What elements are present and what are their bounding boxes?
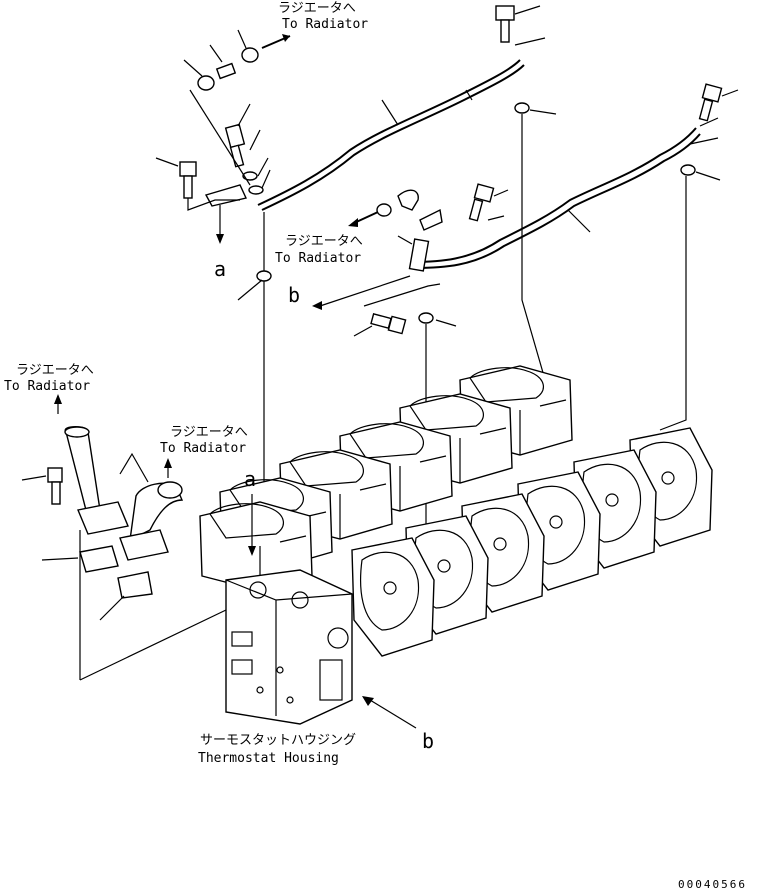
flow-arrowhead-3 — [54, 394, 62, 404]
middle-radiator-callout-left: ラジエータへ To Radiator — [160, 425, 248, 478]
bolt-shank — [698, 98, 714, 122]
to-radiator-jp-label-2: ラジエータへ — [285, 234, 363, 249]
leader-lines — [183, 29, 247, 77]
washer — [242, 171, 258, 181]
upper-cylinder-bank — [199, 365, 573, 592]
ref-b-bottom: b — [362, 696, 434, 753]
ref-b-arrowhead — [312, 301, 322, 310]
gasket — [418, 312, 434, 324]
bracket — [408, 238, 430, 272]
nipple — [215, 62, 237, 80]
ref-b-top: b — [288, 275, 411, 310]
washer — [248, 185, 264, 195]
thermostat-jp-label: サーモスタットハウジング — [200, 733, 356, 748]
bolt-head — [47, 467, 63, 483]
to-radiator-en-label-1: To Radiator — [282, 17, 368, 32]
leader-line — [567, 209, 591, 233]
to-radiator-jp-label-3: ラジエータへ — [16, 363, 94, 378]
ref-a-arrowhead — [216, 234, 224, 244]
leader-lines — [381, 89, 473, 126]
flow-arrowhead-1 — [282, 34, 290, 42]
bolt-head — [495, 5, 515, 21]
ref-b-line — [319, 275, 411, 307]
to-radiator-en-label-4: To Radiator — [160, 441, 246, 456]
bolt-lower-middle — [353, 283, 441, 337]
bolt-head — [179, 161, 197, 177]
ref-b-label-top: b — [288, 283, 300, 307]
bolt-top-right — [495, 5, 546, 46]
to-radiator-jp-label-1: ラジエータへ — [278, 1, 356, 16]
leader-lines — [514, 5, 546, 46]
pipe-b-wall — [413, 133, 701, 269]
bolt — [224, 123, 246, 149]
ref-a-top: a — [214, 205, 226, 281]
bolt-shank — [370, 312, 392, 330]
bolt-shank — [183, 175, 193, 199]
drop-line-right — [659, 176, 687, 431]
left-radiator-callout: ラジエータへ To Radiator — [4, 363, 94, 414]
outlet-pipe-right — [99, 481, 184, 621]
gasket — [117, 571, 153, 599]
to-radiator-en-label-3: To Radiator — [4, 379, 90, 394]
pipe-a — [257, 59, 521, 206]
leader-lines — [487, 189, 509, 221]
drawing-number: 00040566 — [678, 878, 747, 891]
bolt-shank — [51, 481, 61, 505]
middle-radiator-callout: ラジエータへ To Radiator — [275, 189, 443, 266]
bolt-shank — [229, 144, 245, 168]
to-radiator-jp-label-4: ラジエータへ — [170, 425, 248, 440]
leader-line — [435, 319, 457, 327]
washer — [197, 75, 215, 91]
thermostat-en-label: Thermostat Housing — [198, 751, 339, 766]
leader-line — [529, 109, 557, 115]
bracket-line — [187, 198, 240, 211]
flow-arrowhead-2 — [348, 218, 358, 227]
ref-a-bottom: a — [244, 467, 256, 556]
gasket — [79, 545, 119, 573]
clip — [419, 208, 443, 231]
to-radiator-en-label-2: To Radiator — [275, 251, 361, 266]
top-fittings — [183, 29, 259, 91]
leader-line — [189, 89, 251, 186]
leader-lines — [353, 283, 441, 337]
lower-cylinder-bank — [351, 427, 713, 657]
ref-b-label-bottom: b — [422, 729, 434, 753]
pipe-b — [411, 127, 697, 263]
drop-line-upper — [521, 114, 549, 391]
bolt-shank — [500, 19, 510, 43]
bolt-middle — [397, 183, 509, 272]
bolt-far-right — [680, 83, 739, 181]
gasket — [680, 164, 696, 176]
elbow — [397, 189, 419, 211]
ref-a-arrowhead — [248, 546, 256, 556]
top-radiator-callout: ラジエータへ To Radiator — [261, 1, 368, 49]
leader-line — [695, 171, 721, 181]
bolt-head — [701, 83, 723, 103]
bolt-shank — [468, 198, 484, 222]
leader-lines — [155, 103, 271, 189]
thermostat-housing — [79, 569, 353, 725]
left-fitting-cluster — [155, 89, 271, 211]
leader-line — [237, 279, 263, 301]
flow-arrowhead-4 — [164, 458, 172, 468]
cylinder-head — [351, 537, 435, 657]
ref-a-label-top: a — [214, 257, 226, 281]
ref-a-label-bottom: a — [244, 467, 256, 491]
washer — [376, 203, 392, 217]
ref-b-line — [369, 699, 417, 729]
ref-b-arrowhead — [362, 696, 374, 706]
gasket — [256, 270, 272, 282]
leader-line — [397, 235, 413, 245]
clamp — [204, 184, 247, 207]
pipe-a-wall — [261, 64, 525, 211]
washer — [241, 47, 259, 63]
leader-lines — [689, 89, 739, 145]
bolt-head — [387, 315, 407, 335]
gasket — [514, 102, 530, 114]
bolt-head — [473, 183, 495, 203]
outlet-pipe-left — [21, 426, 149, 680]
